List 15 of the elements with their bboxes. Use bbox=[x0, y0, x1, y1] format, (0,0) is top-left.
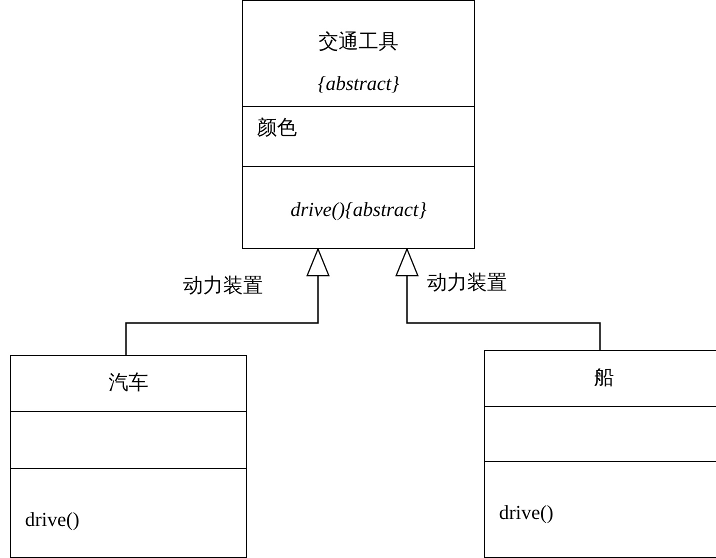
edge-label: 动力装置 bbox=[181, 275, 265, 297]
inheritance-arrow bbox=[125, 248, 330, 355]
inheritance-arrow bbox=[396, 248, 601, 350]
class-name: 船 bbox=[594, 367, 614, 389]
edge-label: 动力装置 bbox=[425, 272, 509, 294]
class-box bbox=[242, 0, 475, 249]
attribute-text: 颜色 bbox=[257, 117, 297, 139]
class-box bbox=[484, 350, 716, 558]
class-box bbox=[10, 355, 247, 558]
class-name: 汽车 bbox=[108, 372, 148, 394]
stereotype-label: {abstract} bbox=[318, 73, 400, 95]
method-text: drive() bbox=[499, 502, 554, 524]
method-text: drive() bbox=[25, 509, 80, 531]
class-name: 交通工具 bbox=[318, 31, 398, 53]
method-text: drive(){abstract} bbox=[290, 199, 426, 221]
